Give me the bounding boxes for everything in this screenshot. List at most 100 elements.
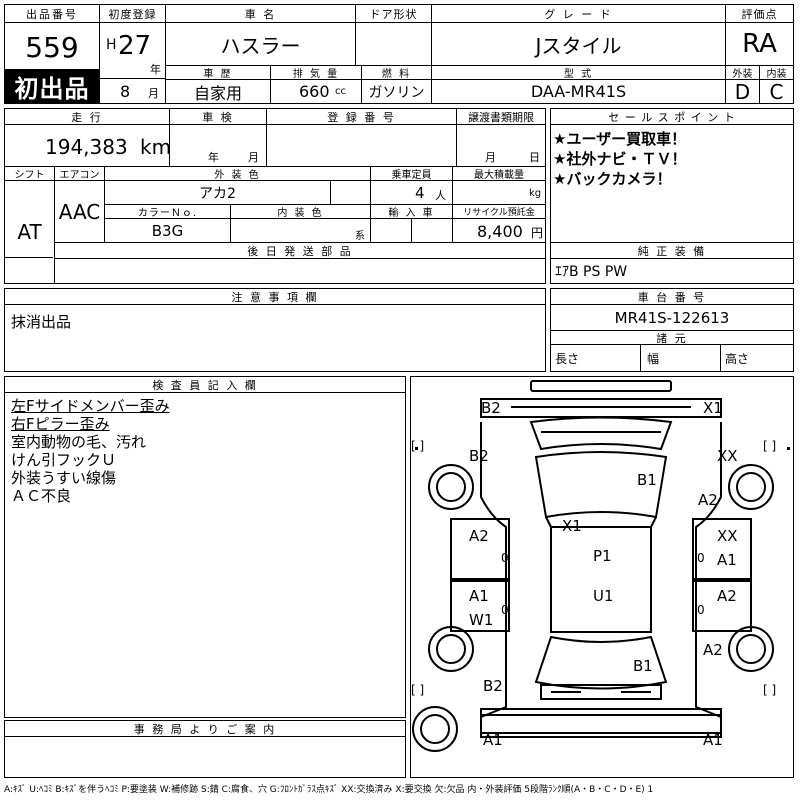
era: H — [106, 37, 117, 53]
model-label: 型 式 — [432, 66, 726, 80]
capacity-unit: 人 — [435, 189, 446, 202]
office-label: 事 務 局 よ り ご 案 内 — [5, 721, 405, 737]
displacement-unit: cc — [335, 86, 346, 97]
inspector-line-6: ＡＣ不良 — [11, 487, 72, 505]
door-label: ドア形状 — [356, 5, 432, 23]
first-listing-text: 初出品 — [14, 74, 90, 103]
mark-u1-roof: U1 — [593, 587, 614, 605]
interior-color-cell: 系 — [231, 219, 371, 243]
mileage-unit: km — [140, 135, 170, 159]
history-value: 自家用 — [166, 80, 271, 103]
notes-label: 注 意 事 項 欄 — [5, 289, 545, 305]
mark-xx-right-door-front: XX — [717, 527, 738, 545]
registration-label: 登 録 番 号 — [267, 109, 457, 125]
inspector-lines: 左Fサイドメンバー歪み 右Fピラー歪み 室内動物の毛、汚れ けん引フックＵ 外装… — [11, 397, 170, 505]
interior-color-unit: 系 — [355, 231, 365, 242]
mark-x1-front-right: X1 — [703, 399, 723, 417]
interior-value: C — [769, 80, 784, 103]
bracket-right-bottom: [ ] — [763, 683, 777, 697]
displacement-label: 排 気 量 — [271, 66, 362, 80]
chassis-table: 車 台 番 号 MR41S-122613 諸 元 長さ 幅 高さ — [550, 288, 794, 372]
color-value: アカ2 — [105, 181, 331, 205]
sales-point-3: ★バックカメラ！ — [553, 170, 672, 188]
sales-point-2: ★社外ナビ・ＴＶ！ — [553, 150, 687, 168]
car-name-label: 車 名 — [166, 5, 356, 23]
recycle-unit: 円 — [531, 226, 544, 240]
history-label: 車 歴 — [166, 66, 271, 80]
inspector-line-2: 右Fピラー歪み — [11, 415, 110, 433]
inspection-month-unit: 月 — [248, 151, 259, 164]
first-reg-month-cell: 8 月 — [100, 79, 166, 103]
first-listing-badge: 初出品 — [5, 69, 100, 103]
zero-right-2: 0 — [697, 603, 705, 617]
inspection-year-unit: 年 — [208, 151, 219, 164]
color-sub-cell — [331, 181, 371, 205]
mileage-cell: 194,383 km — [5, 125, 170, 167]
spec-height-label: 高さ — [725, 351, 750, 366]
fuel-value: ガソリン — [362, 80, 432, 103]
bracket-left-top: [ ] — [411, 439, 425, 453]
shift-value: AT — [5, 181, 55, 283]
notes-table: 注 意 事 項 欄 抹消出品 — [4, 288, 546, 372]
color-label: 外 装 色 — [105, 167, 371, 181]
inspector-table: 検 査 員 記 入 欄 左Fサイドメンバー歪み 右Fピラー歪み 室内動物の毛、汚… — [4, 376, 406, 718]
spec-length-label: 長さ — [555, 351, 580, 366]
grade-value: Jスタイル — [432, 23, 726, 66]
sales-point-1: ★ユーザー買取車！ — [553, 130, 687, 148]
bracket-right-top: [ ] — [763, 439, 777, 453]
mark-w1-left-door-rear: W1 — [469, 611, 494, 629]
displacement-cell: 660 cc — [271, 80, 362, 103]
transfer-label: 譲渡書類期限 — [457, 109, 545, 125]
load-label: 最大積載量 — [453, 167, 545, 181]
mark-x1-windshield: X1 — [562, 517, 582, 535]
load-cell: kg — [453, 181, 545, 205]
import-cell-b — [412, 219, 453, 243]
sales-points: ★ユーザー買取車！ ★社外ナビ・ＴＶ！ ★バックカメラ！ — [551, 125, 793, 243]
colorno-value: B3G — [105, 219, 231, 243]
load-unit: kg — [529, 188, 542, 199]
equipment-label: 純 正 装 備 — [551, 243, 793, 259]
car-diagram-svg — [412, 380, 790, 752]
recycle-cell: 8,400 円 — [453, 219, 545, 243]
first-reg-year: 27 — [118, 31, 152, 61]
interior-label: 内装 — [760, 66, 793, 80]
fuel-label: 燃 料 — [362, 66, 432, 80]
spec-width: 幅 — [641, 345, 721, 371]
door-value — [356, 23, 432, 66]
score-label: 評価点 — [726, 5, 793, 23]
spec-label: 諸 元 — [551, 331, 793, 345]
exterior-value: D — [726, 80, 760, 103]
import-cell-a — [371, 219, 412, 243]
mileage-value: 194,383 — [45, 135, 128, 159]
mark-a2-right-rear: A2 — [703, 641, 723, 659]
header-table: 出品番号 559 初出品 初度登録 H 27 年 8 月 車 名 ハスラー ドア… — [4, 4, 794, 104]
transfer-cell: 月 日 — [457, 125, 545, 167]
registration-value — [267, 125, 457, 167]
bracket-left-bottom: [ ] — [411, 683, 425, 697]
recycle-value: 8,400 — [477, 222, 523, 241]
interior-color-label: 内 装 色 — [231, 205, 371, 219]
zero-right-1: 0 — [697, 551, 705, 565]
first-reg-label: 初度登録 — [100, 5, 166, 23]
mark-a1-rear-right: A1 — [703, 731, 723, 749]
later-parts-label: 後 日 発 送 部 品 — [55, 243, 545, 259]
first-reg-month: 8 — [120, 82, 131, 101]
spec-length: 長さ — [551, 345, 641, 371]
mark-b2-left-rear: B2 — [483, 677, 503, 695]
sales-label: セ ー ル ス ポ イ ン ト — [551, 109, 793, 125]
transfer-month-unit: 月 — [485, 151, 496, 164]
inspector-line-5: 外装うすい線傷 — [11, 469, 117, 487]
first-reg-year-cell: H 27 年 — [100, 23, 166, 79]
spec-width-label: 幅 — [647, 351, 660, 366]
car-diagram: B2 X1 B2 XX B1 A2 X1 XX A2 A1 P1 A1 U1 A… — [410, 376, 794, 778]
car-name: ハスラー — [166, 23, 356, 66]
zero-left-1: 0 — [501, 551, 509, 565]
inspector-line-1: 左Fサイドメンバー歪み — [11, 397, 170, 415]
lot-label: 出品番号 — [5, 5, 100, 23]
mark-a1-left-door-rear: A1 — [469, 587, 489, 605]
capacity-value: 4 — [415, 184, 425, 202]
capacity-label: 乗車定員 — [371, 167, 453, 181]
year-unit: 年 — [150, 63, 161, 76]
later-parts-value — [55, 259, 545, 283]
later-parts-rule — [5, 257, 53, 258]
